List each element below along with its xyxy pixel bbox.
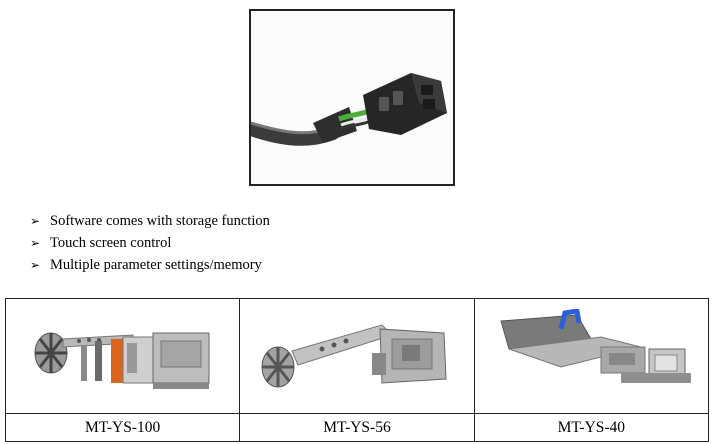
model-image-cell — [473, 298, 710, 414]
feeder-photo-mt-ys-56 — [261, 323, 447, 387]
model-table: MT-YS-100 MT-YS-56 MT-YS-40 — [4, 298, 710, 442]
feature-item: ➢ Multiple parameter settings/memory — [30, 254, 270, 276]
feature-item: ➢ Touch screen control — [30, 232, 270, 254]
model-image-row — [4, 298, 710, 414]
model-image-cell — [239, 298, 475, 414]
arrowhead-icon: ➢ — [30, 236, 41, 250]
model-label-row: MT-YS-100 MT-YS-56 MT-YS-40 — [4, 413, 710, 442]
feature-list: ➢ Software comes with storage function ➢… — [30, 210, 270, 276]
feature-item: ➢ Software comes with storage function — [30, 210, 270, 232]
model-name: MT-YS-40 — [473, 413, 710, 442]
feature-text: Software comes with storage function — [50, 213, 270, 229]
connector-cable-image — [251, 73, 447, 146]
feeder-photo-mt-ys-100 — [34, 332, 210, 389]
model-image-cell — [4, 298, 241, 414]
model-name: MT-YS-100 — [4, 413, 241, 442]
arrowhead-icon: ➢ — [30, 258, 41, 272]
feeder-photo-mt-ys-40 — [500, 308, 692, 383]
feature-text: Multiple parameter settings/memory — [50, 257, 262, 273]
feature-text: Touch screen control — [50, 235, 172, 251]
arrowhead-icon: ➢ — [30, 214, 41, 228]
model-name: MT-YS-56 — [239, 413, 475, 442]
connector-cable-photo — [249, 9, 455, 186]
